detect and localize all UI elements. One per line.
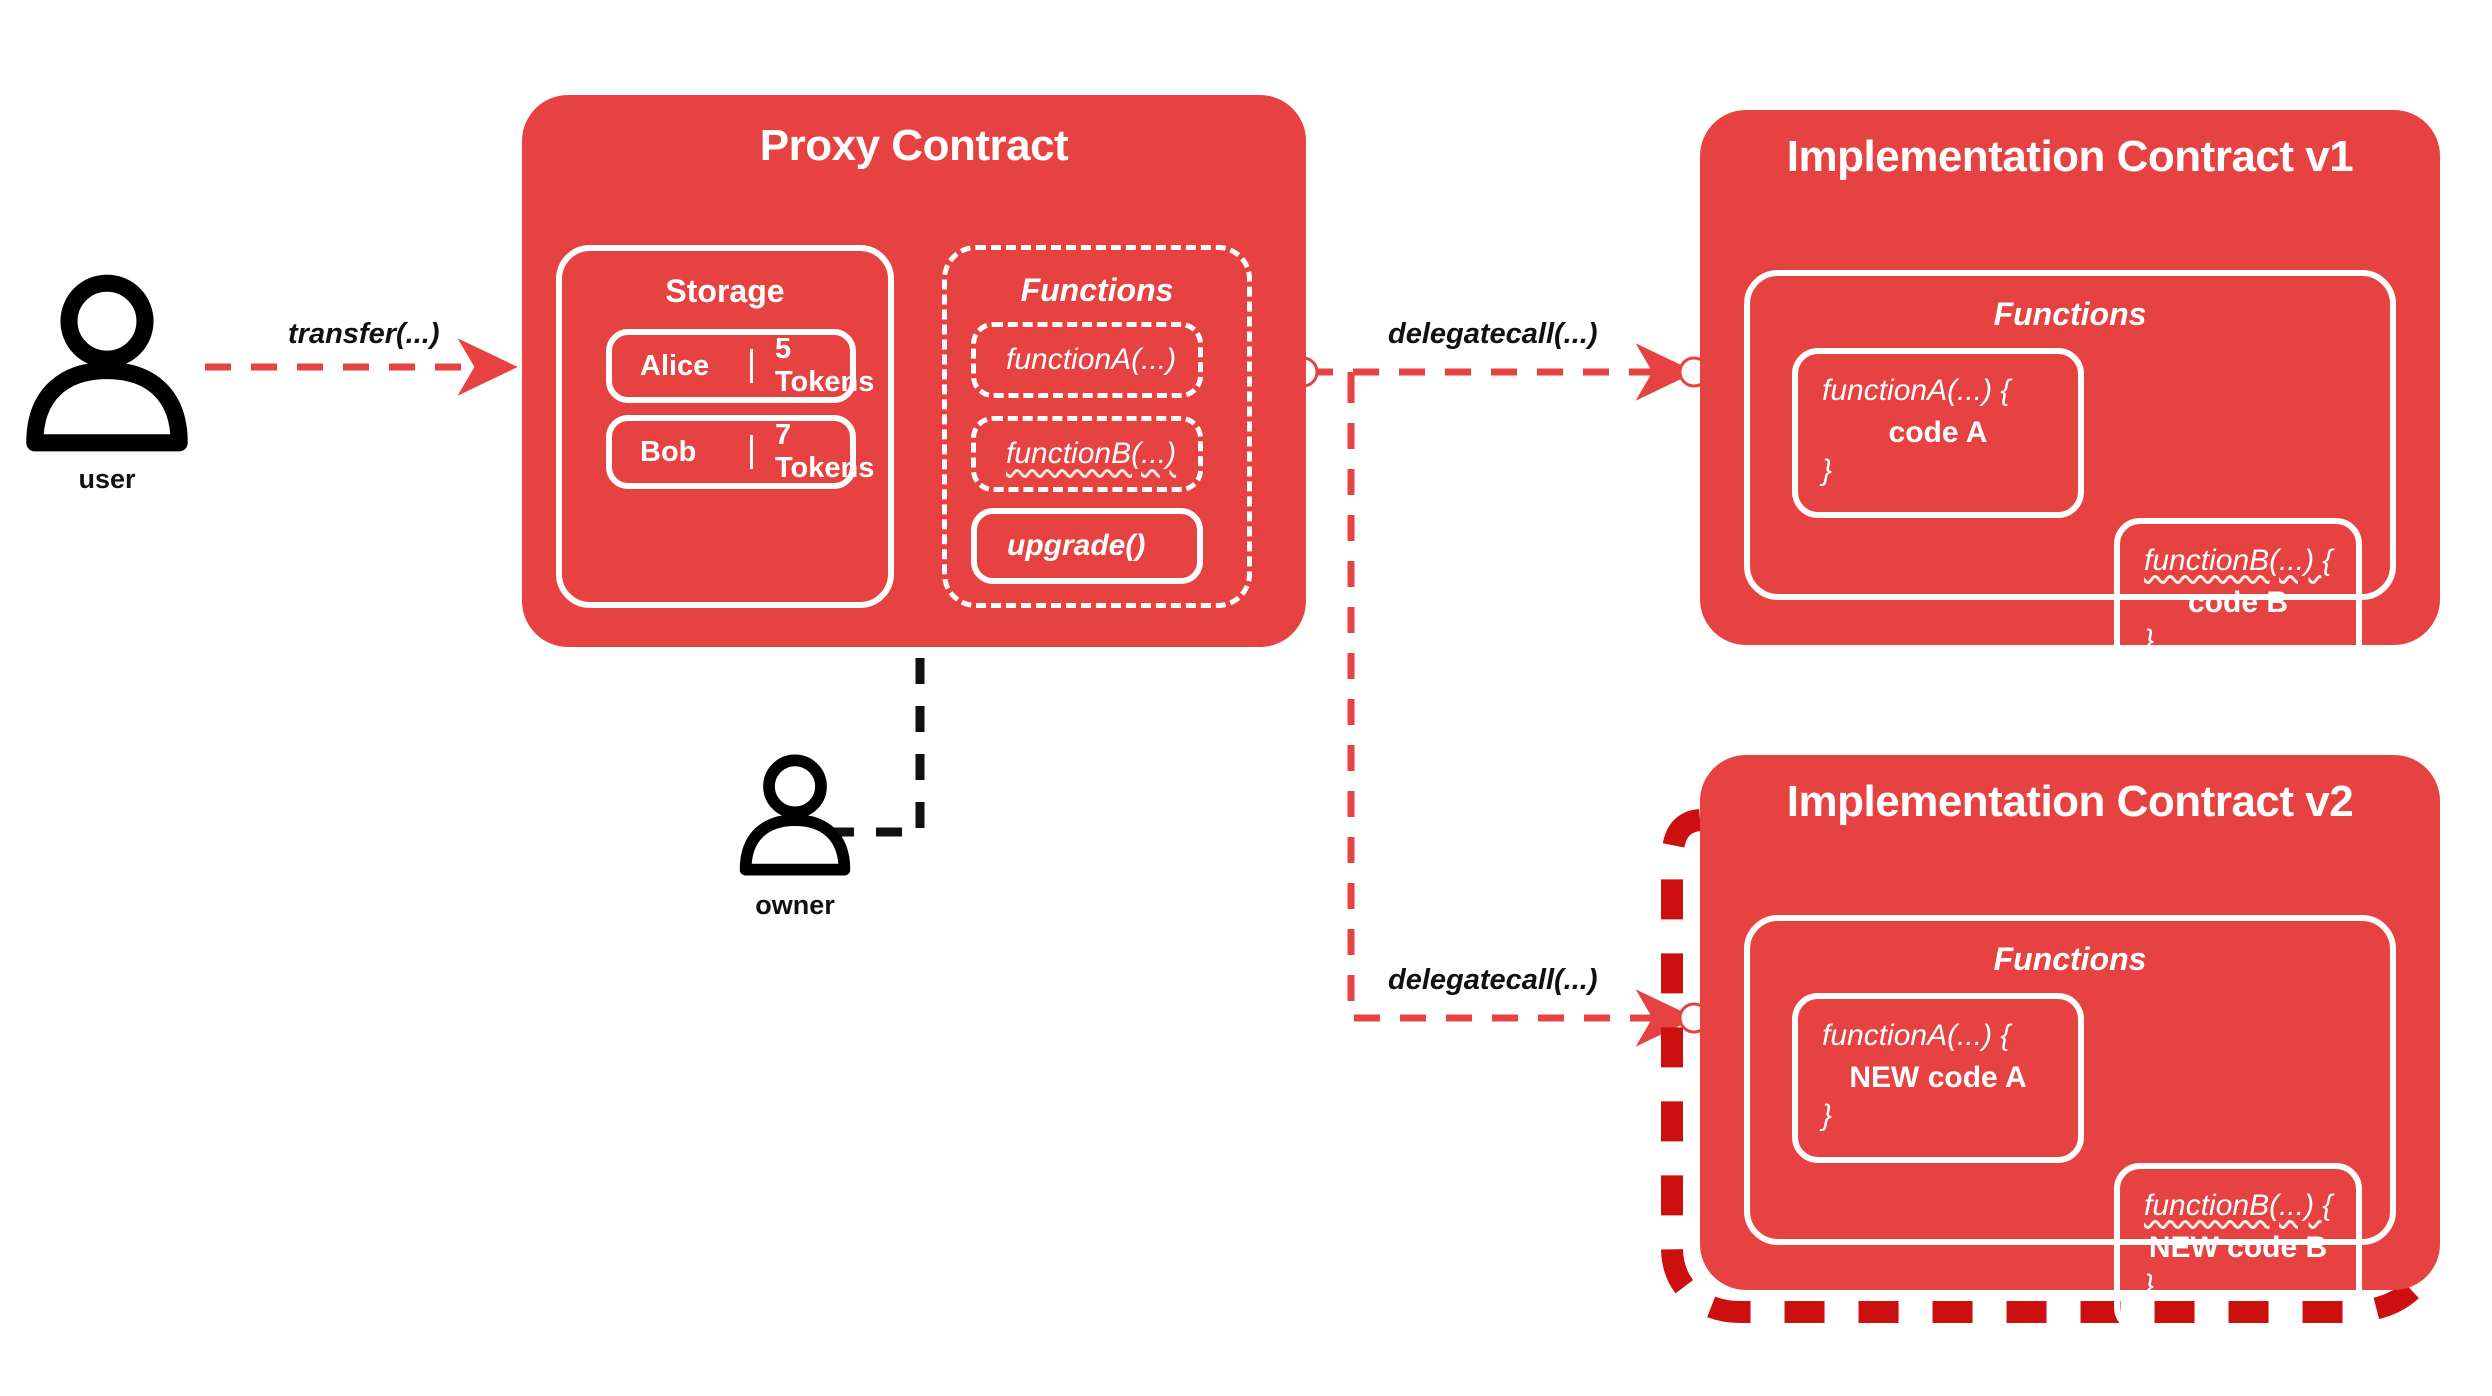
actor-owner-label: owner [755,890,835,920]
actor-owner: owner [700,750,890,980]
v1-functions-panel: Functions functionA(...) { code A } func… [1744,270,2396,688]
edge-label-delegatecall-v2: delegatecall(...) [1388,964,1598,996]
v1-functiona-close: } [1822,454,1833,487]
proxy-functions-panel: Functions functionA(...) functionB(...) … [942,245,1252,608]
proxy-function-label: functionB(...) [1006,437,1177,470]
v2-functiona-signature: functionA(...) { [1822,1019,2011,1052]
v2-functiona-close: } [1822,1099,1833,1132]
storage-row-divider [750,435,753,469]
proxy-functions-label: Functions [1020,272,1174,308]
storage-row[interactable]: Alice 5 Tokens [606,329,874,403]
proxy-function-functiona[interactable]: functionA(...) [971,322,1203,398]
v1-functiona-body: code A [1888,416,1988,449]
storage-row-divider [750,349,753,383]
edge-delegatecall-v2 [1347,372,1696,1047]
proxy-storage-label: Storage [665,273,785,309]
implementation-v2-title: Implementation Contract v2 [1786,777,2354,826]
implementation-v2-card[interactable]: Implementation Contract v2 Functions fun… [1700,755,2440,1333]
v2-functions-label: Functions [1993,941,2147,977]
edge-label-delegatecall-v1: delegatecall(...) [1388,318,1598,350]
proxy-function-label: functionA(...) [1006,343,1177,376]
storage-row[interactable]: Bob 7 Tokens [606,415,874,489]
v2-functiona-body: NEW code A [1849,1061,2027,1094]
v1-functionb-close: } [2144,624,2155,657]
v2-functionb-body: NEW code B [2148,1231,2328,1264]
edge-label-transfer: transfer(...) [288,318,440,350]
storage-row-value: 7 Tokens [775,419,875,484]
v1-functionb-body: code B [2187,586,2289,619]
storage-row-value: 5 Tokens [775,333,875,398]
proxy-function-upgrade[interactable]: upgrade() [971,508,1203,584]
storage-row-key: Alice [640,349,710,382]
person-icon [26,274,188,452]
proxy-contract-card[interactable]: Proxy Contract Storage Alice 5 Tokens Bo… [522,95,1306,647]
person-icon [739,754,851,876]
v1-functionb-signature: functionB(...) { [2144,544,2333,577]
proxy-contract-title: Proxy Contract [759,121,1069,170]
v2-function-functionb[interactable]: functionB(...) { NEW code B } [2114,1163,2362,1333]
v2-functions-panel: Functions functionA(...) { NEW code A } … [1744,915,2396,1333]
implementation-v1-title: Implementation Contract v1 [1786,132,2354,181]
actor-user: user [12,268,202,498]
storage-row-key: Bob [640,435,697,468]
proxy-function-label: upgrade() [1007,529,1146,562]
v2-function-functiona[interactable]: functionA(...) { NEW code A } [1792,993,2084,1163]
v2-highlight-bracket [1661,809,2439,1323]
v1-functions-label: Functions [1993,296,2147,332]
v1-function-functiona[interactable]: functionA(...) { code A } [1792,348,2084,518]
v2-functionb-close: } [2144,1269,2155,1302]
v1-function-functionb[interactable]: functionB(...) { code B } [2114,518,2362,688]
v2-functionb-signature: functionB(...) { [2144,1189,2333,1222]
proxy-function-functionb[interactable]: functionB(...) [971,416,1203,492]
v1-functiona-signature: functionA(...) { [1822,374,2011,407]
implementation-v1-card[interactable]: Implementation Contract v1 Functions fun… [1700,110,2440,688]
actor-user-label: user [78,464,136,494]
proxy-storage-panel: Storage Alice 5 Tokens Bob 7 Tokens [556,245,894,608]
